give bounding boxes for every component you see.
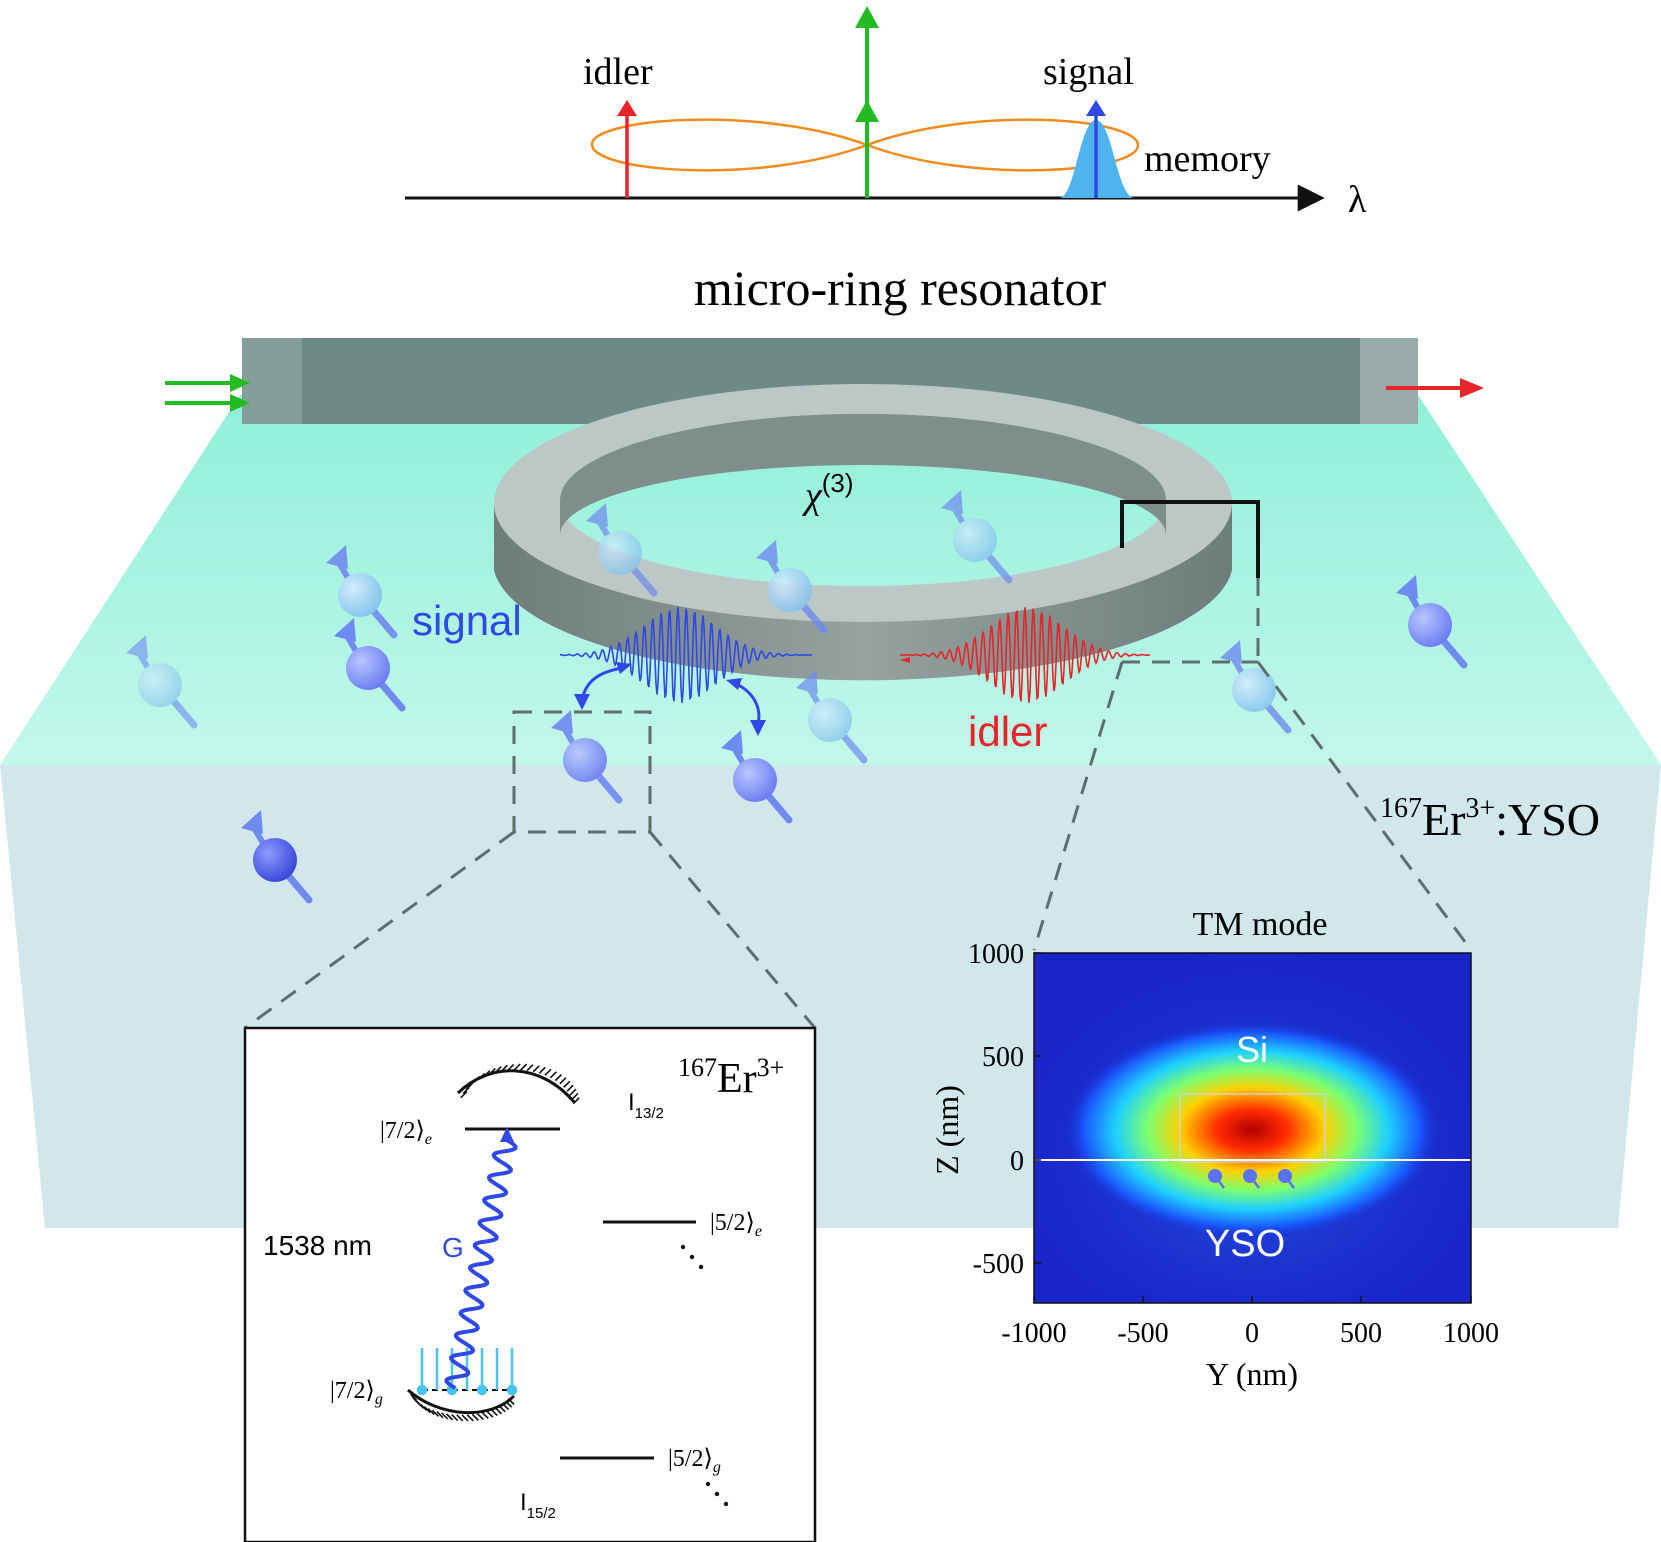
zoom-line-mode-left <box>1032 661 1124 951</box>
mode-field <box>1062 1020 1442 1240</box>
idler-direction-arrowhead-icon <box>900 657 910 663</box>
region-si-label: Si <box>1236 1029 1268 1070</box>
level-7-2-e-label: |7/2⟩e <box>380 1118 432 1148</box>
exchange-arrowhead-left-top-icon <box>616 662 632 674</box>
ring-side-wall <box>494 503 1232 681</box>
x-ticks: -1000 -500 0 500 1000 <box>1001 1296 1499 1349</box>
coupling-arrowhead-icon <box>500 1127 514 1142</box>
si-waveguide-outline <box>1179 1093 1326 1163</box>
cross-section-bracket <box>1120 500 1260 578</box>
y-tick-label: 1000 <box>968 939 1024 970</box>
excited-manifold-label: I13/2 <box>628 1089 664 1122</box>
interface-ions <box>1208 1169 1295 1189</box>
x-tick-label: -500 <box>1117 1318 1168 1349</box>
x-tick-label: 500 <box>1340 1318 1382 1349</box>
excited-broadening-arc <box>456 1069 576 1103</box>
x-tick-label: 1000 <box>1443 1318 1499 1349</box>
zoom-line-ion-left <box>244 830 515 1030</box>
ring-inner-wall <box>560 414 1166 535</box>
y-tick-label: -500 <box>973 1249 1024 1280</box>
ring-signal-label: signal <box>412 597 522 644</box>
output-idler-arrowhead-icon <box>1460 378 1484 398</box>
resonance-envelope <box>590 118 1140 172</box>
waveguide-end-left <box>242 338 302 424</box>
erbium-ion <box>334 618 406 712</box>
y-tick-label: 0 <box>1010 1146 1024 1177</box>
erbium-ion <box>721 730 793 824</box>
y-ticks: 1000 500 0 -500 <box>968 939 1041 1280</box>
erbium-ion <box>551 710 623 804</box>
signal-arrowhead-icon <box>1086 100 1106 116</box>
erbium-ion <box>1396 575 1468 669</box>
continuation-dots-excited <box>680 1244 704 1270</box>
figure-title: micro-ring resonator <box>694 260 1107 316</box>
tm-mode-plot: TM mode Si YSO -1000 -500 0 500 1000 1000 500… <box>929 906 1499 1392</box>
inset-frame <box>243 1026 817 1542</box>
spectrum-signal-label: signal <box>1043 51 1134 93</box>
photon-wavepackets: signal idler <box>412 597 1151 755</box>
erbium-ion <box>941 490 1013 584</box>
region-yso-label: YSO <box>1205 1223 1285 1265</box>
coupling-wavy-arrow <box>444 1138 518 1390</box>
ground-manifold-label: I15/2 <box>520 1489 556 1522</box>
ground-broadening-arc <box>407 1388 516 1414</box>
mode-plot-title: TM mode <box>1192 906 1327 943</box>
pump-arrowhead-mid-icon <box>855 100 879 122</box>
erbium-ions <box>126 490 1468 904</box>
transition-wavelength-label: 1538 nm <box>263 1230 372 1261</box>
level-5-2-e-label: |5/2⟩e <box>710 1210 762 1240</box>
erbium-ion <box>756 540 828 634</box>
exchange-arrowhead-left-icon <box>574 694 590 710</box>
exchange-arrowhead-right-top-icon <box>726 678 742 690</box>
erbium-ion <box>126 635 198 729</box>
spectrum-memory-label: memory <box>1144 138 1271 180</box>
input-pump-arrowhead-2-icon <box>230 394 250 412</box>
erbium-ion <box>326 545 398 639</box>
zoom-box-ion <box>512 710 652 834</box>
wavelength-axis-label: λ <box>1348 179 1367 221</box>
chi3-label: χ(3) <box>801 468 854 517</box>
erbium-ion <box>1220 640 1292 734</box>
waveguide-body <box>242 338 1418 424</box>
erbium-ion <box>796 670 868 764</box>
x-tick-label: -1000 <box>1001 1318 1066 1349</box>
spectrum-panel: λ idler signal memory <box>405 6 1367 221</box>
erbium-ion <box>241 810 313 904</box>
excited-arc-hatching <box>460 1063 580 1105</box>
energy-level-inset: 167Er3+ I13/2 I15/2 |7/2⟩e |5/2⟩e |7/2⟩g… <box>243 1026 817 1542</box>
input-pump-arrowhead-1-icon <box>230 374 250 392</box>
crystal-label: 167Er3+:YSO <box>1380 793 1600 845</box>
x-tick-label: 0 <box>1245 1318 1259 1349</box>
bus-waveguide <box>165 338 1484 424</box>
idler-arrowhead-icon <box>617 100 637 116</box>
waveguide-end-right <box>1360 338 1418 424</box>
mode-plot-ylabel: Z (nm) <box>929 1085 965 1175</box>
erbium-ion <box>586 503 658 597</box>
spectrum-idler-label: idler <box>583 51 653 93</box>
idler-wavepacket <box>899 607 1151 703</box>
ground-arc-hatching <box>410 1393 515 1422</box>
ring-idler-label: idler <box>968 708 1047 755</box>
pump-arrowhead-top-icon <box>855 6 879 28</box>
exchange-arrowhead-right-icon <box>750 720 766 736</box>
level-7-2-g-label: |7/2⟩g <box>330 1378 383 1408</box>
coupling-label: G <box>442 1232 464 1263</box>
zoom-line-ion-right <box>648 831 817 1029</box>
inset-ion-label: 167Er3+ <box>678 1053 784 1102</box>
y-tick-label: 500 <box>982 1042 1024 1073</box>
continuation-dots-ground <box>705 1481 729 1507</box>
signal-wavepacket <box>560 607 812 703</box>
zoom-indicators <box>244 578 1473 1030</box>
mode-plot-xlabel: Y (nm) <box>1206 1356 1298 1392</box>
micro-ring: χ(3) <box>494 384 1260 681</box>
level-5-2-g-label: |5/2⟩g <box>668 1446 721 1476</box>
